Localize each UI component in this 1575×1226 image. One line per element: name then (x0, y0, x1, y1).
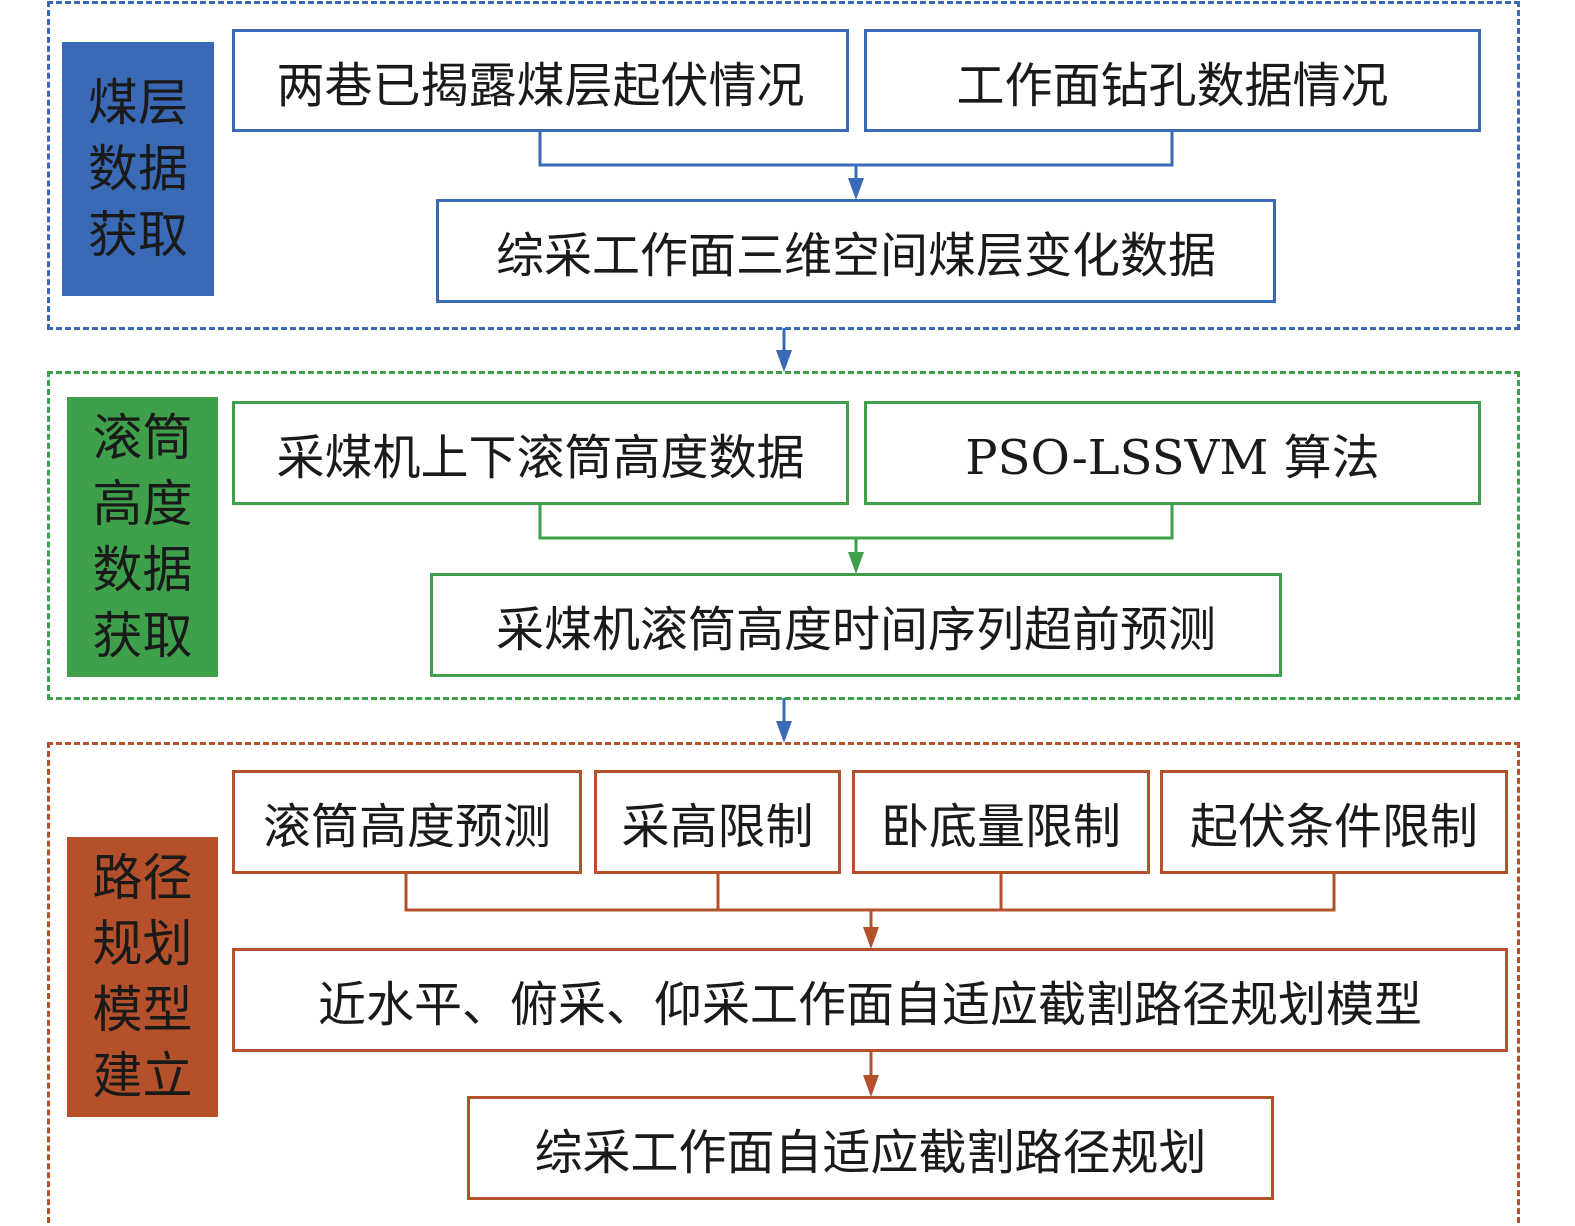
box-borehole-data: 工作面钻孔数据情况 (864, 29, 1481, 132)
section-label-drum-height: 滚筒高度数据获取 (67, 397, 218, 677)
box-mining-height-limit: 采高限制 (594, 770, 841, 874)
connector-s3 (404, 873, 1336, 940)
section-drum-height-data (47, 371, 1520, 700)
box-adaptive-cutting-path: 综采工作面自适应截割路径规划 (467, 1096, 1274, 1200)
box-drum-height-prediction: 采煤机滚筒高度时间序列超前预测 (430, 573, 1282, 677)
section-label-path-planning: 路径规划模型建立 (67, 837, 218, 1117)
box-path-planning-model: 近水平、俯采、仰采工作面自适应截割路径规划模型 (232, 948, 1508, 1052)
section-path-planning (47, 742, 1520, 1226)
box-3d-seam-data: 综采工作面三维空间煤层变化数据 (436, 199, 1276, 303)
section-coal-seam-data (47, 1, 1520, 330)
arrow-s1 (848, 178, 864, 200)
box-floor-cut-limit: 卧底量限制 (852, 770, 1150, 874)
box-drum-height-data: 采煤机上下滚筒高度数据 (232, 401, 849, 505)
box-pso-lssvm: PSO-LSSVM 算法 (864, 401, 1481, 505)
box-undulation-limit: 起伏条件限制 (1160, 770, 1508, 874)
section-label-coal-seam: 煤层数据获取 (62, 42, 214, 296)
box-drum-height-forecast: 滚筒高度预测 (232, 770, 582, 874)
box-roadway-seam-undulation: 两巷已揭露煤层起伏情况 (232, 29, 849, 132)
